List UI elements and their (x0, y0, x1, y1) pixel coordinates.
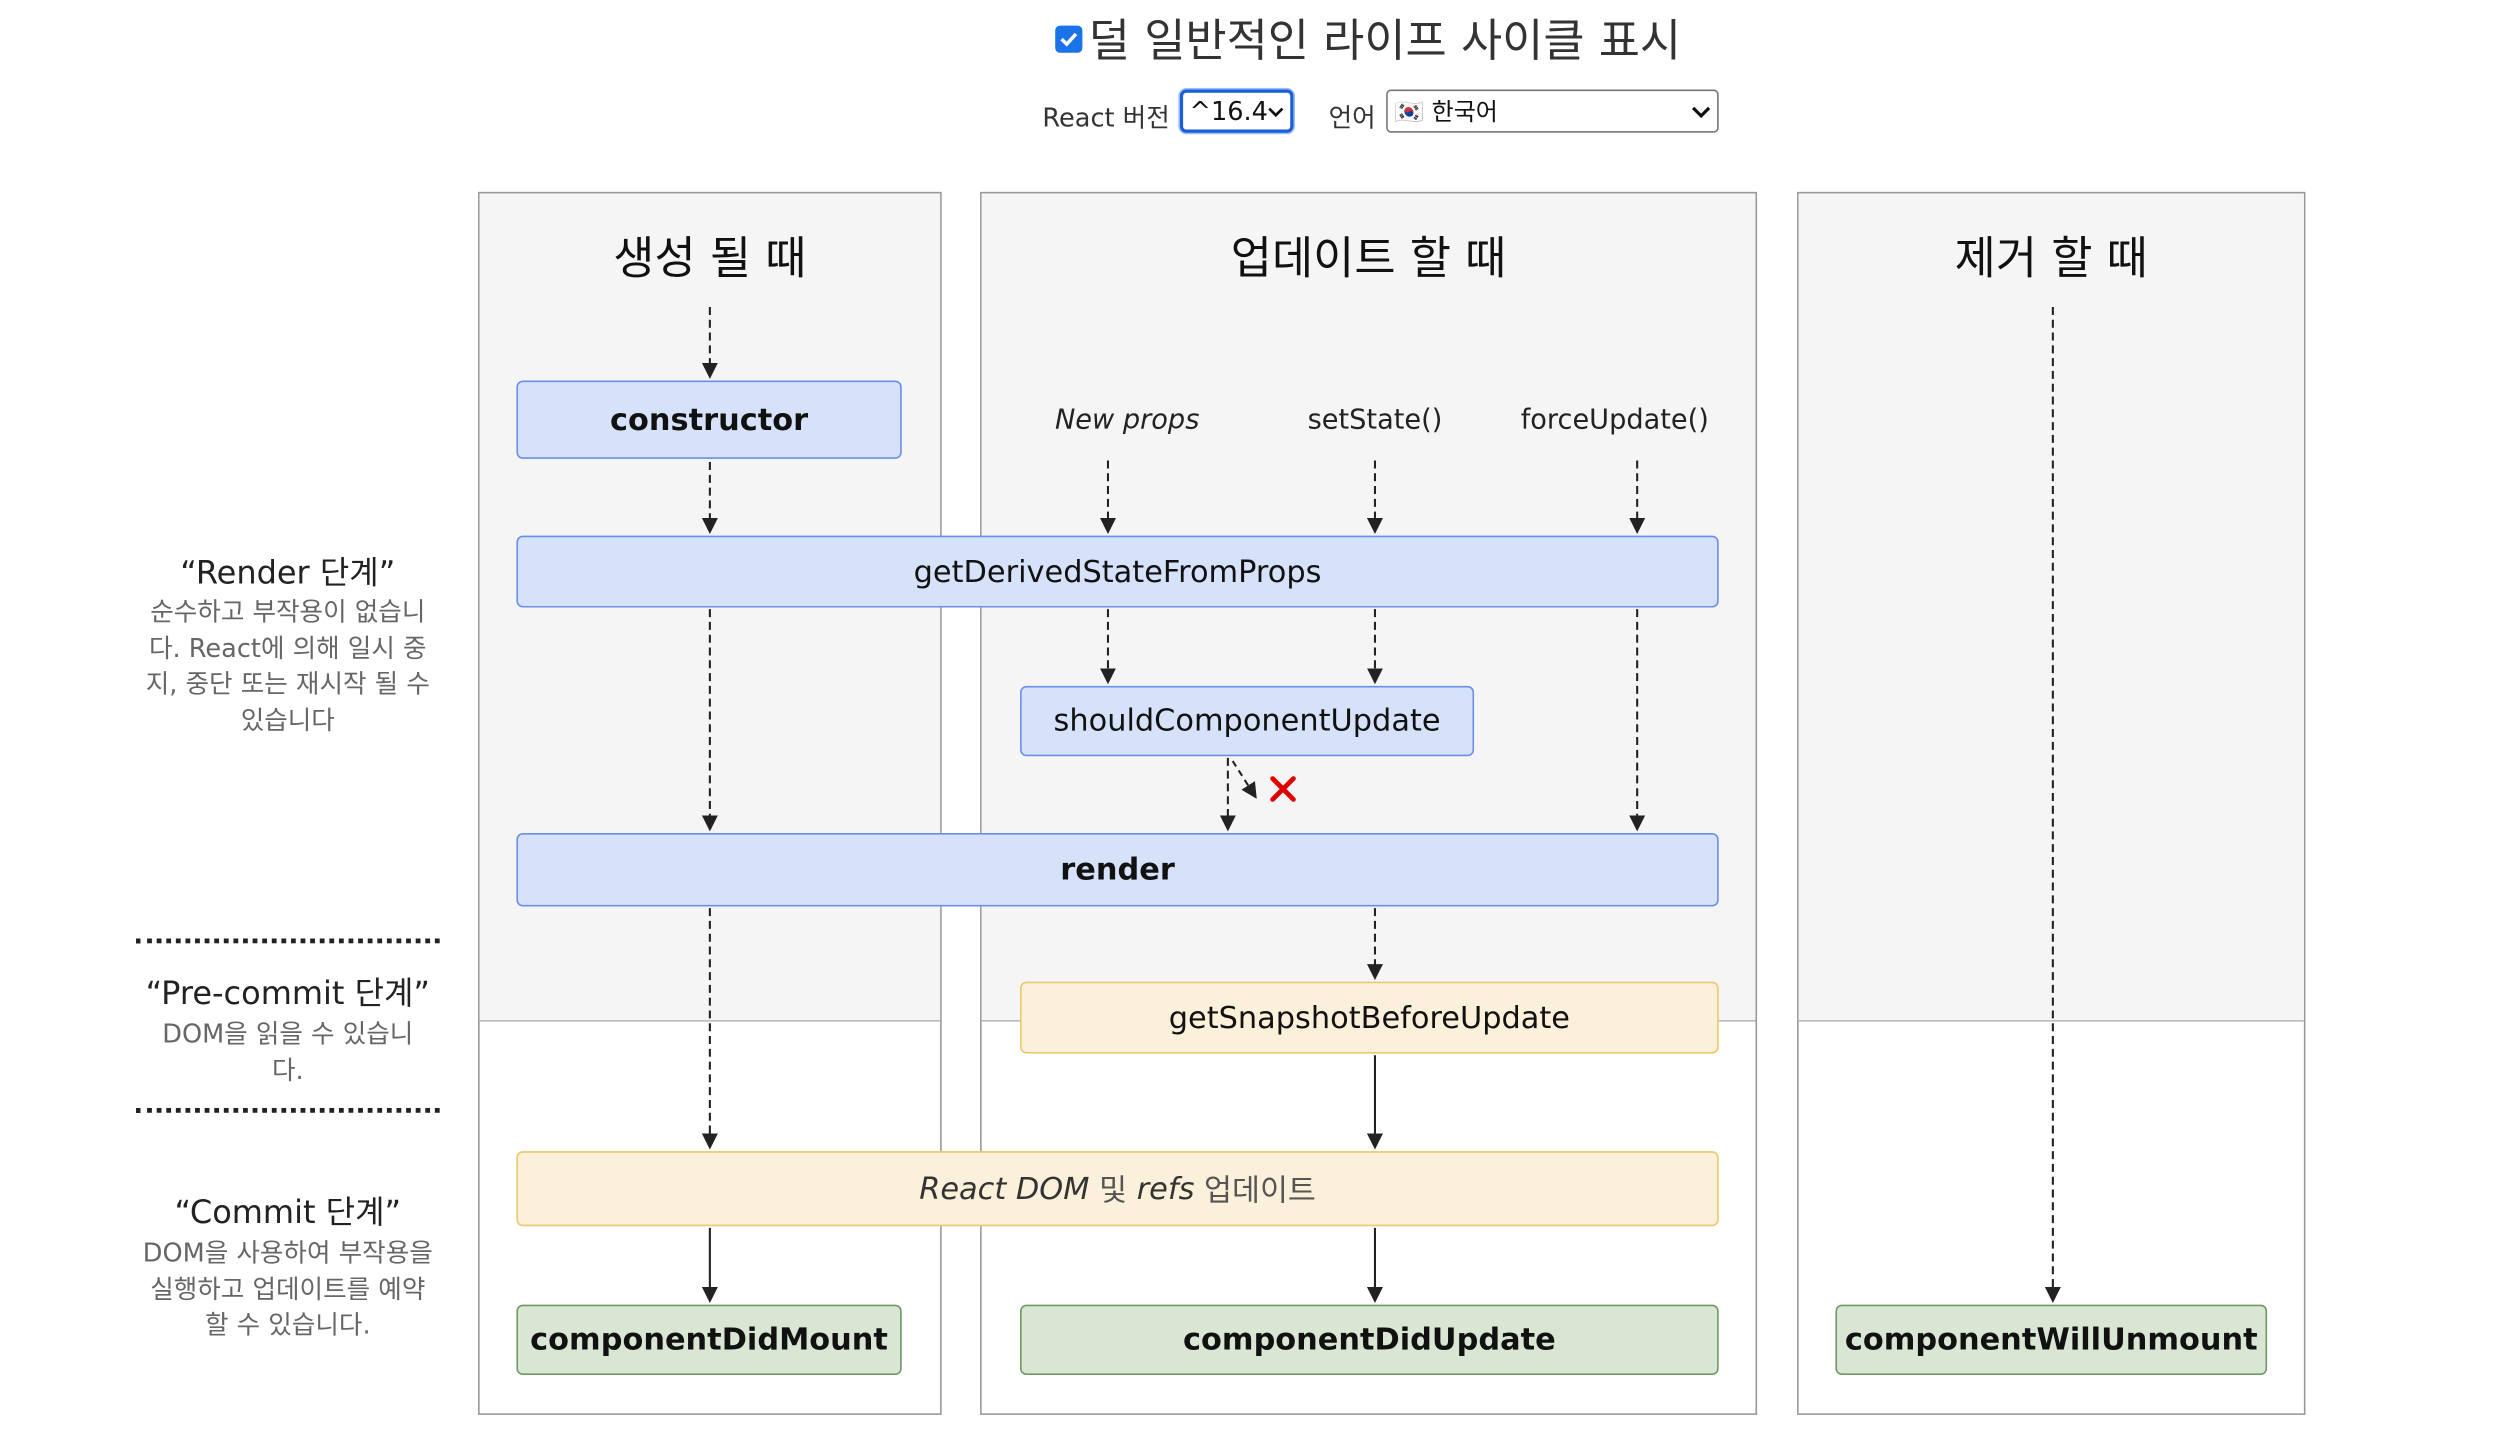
phase-divider (135, 938, 440, 944)
language-value: 🇰🇷 한국어 (1394, 97, 1498, 127)
component-did-update-box: componentDidUpdate (1020, 1304, 1719, 1375)
commit-phase-desc: DOM을 사용하여 부작용을 실행하고 업데이트를 예약 할 수 있습니다. (142, 1237, 433, 1340)
precommit-phase-title: “Pre-commit 단계” (145, 973, 430, 1013)
component-will-unmount-box: componentWillUnmount (1835, 1304, 2268, 1375)
should-component-update-box: shouldComponentUpdate (1020, 685, 1475, 757)
react-version-label: React 버전 (1042, 102, 1170, 133)
trigger-new-props: New props (1054, 404, 1200, 437)
render-phase-title: “Render 단계” (180, 553, 396, 592)
react-dom-refs-update-box: React DOM 및 refs 업데이트 (516, 1151, 1719, 1227)
get-snapshot-before-update-box: getSnapshotBeforeUpdate (1020, 981, 1719, 1054)
unmounting-column-title: 제거 할 때 (1954, 231, 2148, 285)
show-less-common-label: 덜 일반적인 라이프 사이클 표시 (1088, 14, 1682, 68)
precommit-phase-desc: DOM을 읽을 수 있습니다. (162, 1018, 414, 1085)
react-dom-text: React DOM (919, 1171, 1090, 1207)
react-version-value: ^16.4 (1189, 95, 1268, 127)
updating-column-title: 업데이트 할 때 (1230, 231, 1507, 285)
unmounting-column: 제거 할 때 (1797, 191, 2306, 1415)
language-label: 언어 (1328, 102, 1376, 133)
and-text: 및 (1089, 1173, 1137, 1209)
get-derived-state-from-props-box: getDerivedStateFromProps (516, 535, 1719, 608)
react-version-select[interactable]: ^16.4 (1179, 89, 1294, 133)
phase-divider (135, 1107, 440, 1113)
trigger-force-update: forceUpdate() (1520, 404, 1709, 437)
commit-phase-title: “Commit 단계” (174, 1192, 402, 1232)
render-box: render (516, 832, 1719, 907)
language-select[interactable]: 🇰🇷 한국어 (1386, 89, 1719, 133)
show-less-common-toggle[interactable]: 덜 일반적인 라이프 사이클 표시 (1055, 6, 1681, 70)
arrow (1231, 760, 1257, 799)
update-text: 업데이트 (1194, 1173, 1316, 1209)
render-phase-desc: 순수하고 부작용이 없습니다. React에 의해 일시 중지, 중단 또는 재… (145, 596, 430, 735)
component-did-mount-box: componentDidMount (516, 1304, 902, 1375)
chevron-down-icon (1691, 105, 1711, 118)
constructor-box: constructor (516, 380, 902, 459)
chevron-down-icon (1268, 106, 1284, 117)
cancel-x-icon (1270, 776, 1296, 802)
trigger-set-state: setState() (1307, 404, 1443, 437)
refs-text: refs (1136, 1171, 1195, 1207)
checkbox-checked-icon[interactable] (1055, 24, 1083, 52)
mounting-column-title: 생성 될 때 (613, 231, 807, 285)
